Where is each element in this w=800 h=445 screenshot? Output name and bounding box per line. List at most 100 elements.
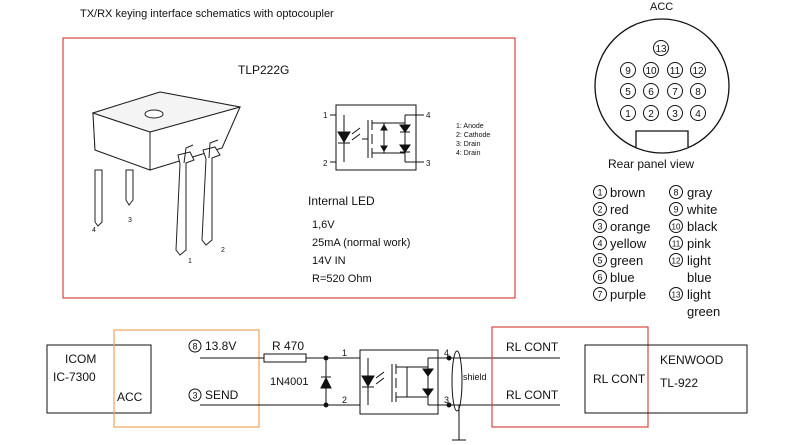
sym-pin-label-3: 3 xyxy=(426,159,431,168)
svg-text:2: Cathode: 2: Cathode xyxy=(456,132,490,139)
svg-text:light: light xyxy=(687,287,711,302)
pin-legend: 1: Anode 2: Cathode 3: Drain 4: Drain xyxy=(456,123,490,157)
svg-text:10: 10 xyxy=(672,223,681,232)
chip-symbol xyxy=(330,104,424,171)
svg-text:5: 5 xyxy=(625,87,631,98)
svg-text:25mA (normal work): 25mA (normal work) xyxy=(312,237,410,249)
rear-panel-caption: Rear panel view xyxy=(608,157,694,171)
svg-text:pink: pink xyxy=(687,236,711,251)
svg-text:14V IN: 14V IN xyxy=(312,255,346,267)
svg-text:11: 11 xyxy=(672,240,681,249)
svg-text:10: 10 xyxy=(645,66,657,77)
pkg-pin-label-1: 1 xyxy=(188,258,192,265)
left-wiring xyxy=(200,353,360,408)
right-wiring xyxy=(438,350,560,441)
svg-text:black: black xyxy=(687,219,718,234)
opto-pin-1: 1 xyxy=(342,348,347,358)
pkg-pin-label-4: 4 xyxy=(92,227,96,234)
led-specs: 1,6V 25mA (normal work) 14V IN R=520 Ohm xyxy=(312,219,410,285)
acc-connector-drawing xyxy=(594,18,730,154)
pin-8-marker xyxy=(188,339,202,353)
rl-cont-label-2: RL CONT xyxy=(506,388,559,402)
svg-text:8: 8 xyxy=(695,87,701,98)
rl-cont-box-label: RL CONT xyxy=(593,372,646,386)
svg-text:3: 3 xyxy=(672,109,678,120)
svg-text:blue: blue xyxy=(610,270,635,285)
svg-text:3: 3 xyxy=(192,391,197,401)
svg-text:9: 9 xyxy=(625,66,631,77)
sym-pin-label-2: 2 xyxy=(323,159,328,168)
page-title: TX/RX keying interface schematics with o… xyxy=(80,8,334,20)
kenwood-box xyxy=(584,344,748,414)
pin-13v8-label: 13.8V xyxy=(205,339,236,353)
chip-name: TLP222G xyxy=(238,63,289,77)
svg-text:13: 13 xyxy=(655,44,667,55)
led-heading: Internal LED xyxy=(308,194,375,208)
acc-label: ACC xyxy=(117,390,143,404)
svg-text:2: 2 xyxy=(597,205,602,215)
rl-cont-label-1: RL CONT xyxy=(506,340,559,354)
svg-text:gray: gray xyxy=(687,185,713,200)
svg-text:6: 6 xyxy=(648,87,654,98)
svg-text:orange: orange xyxy=(610,219,650,234)
kenwood-label-2: TL-922 xyxy=(660,376,698,390)
svg-text:4: Drain: 4: Drain xyxy=(456,150,481,157)
svg-text:2: 2 xyxy=(648,109,654,120)
icom-label-1: ICOM xyxy=(65,352,96,366)
resistor-label: R 470 xyxy=(272,339,304,353)
pkg-pin-label-3: 3 xyxy=(128,217,132,224)
acc-pin-numbers: 13 9 10 11 12 5 6 7 8 1 2 3 4 xyxy=(625,44,704,120)
svg-text:1: Anode: 1: Anode xyxy=(456,123,484,130)
opto-pin-2: 2 xyxy=(342,395,347,405)
acc-connector-label: ACC xyxy=(650,1,673,13)
svg-text:blue: blue xyxy=(687,270,712,285)
svg-text:12: 12 xyxy=(692,66,704,77)
svg-text:4: 4 xyxy=(695,109,701,120)
svg-text:8: 8 xyxy=(673,188,678,198)
svg-text:R=520 Ohm: R=520 Ohm xyxy=(312,273,372,285)
svg-text:9: 9 xyxy=(673,205,678,215)
svg-text:light: light xyxy=(687,253,711,268)
svg-text:7: 7 xyxy=(672,87,678,98)
icom-box xyxy=(46,344,152,414)
sym-pin-label-1: 1 xyxy=(323,111,328,120)
kenwood-label-1: KENWOOD xyxy=(660,353,724,367)
svg-text:brown: brown xyxy=(610,185,645,200)
svg-text:5: 5 xyxy=(597,256,602,266)
svg-text:1: 1 xyxy=(625,109,631,120)
svg-text:3: 3 xyxy=(597,222,602,232)
color-legend-col2: 8 gray 9 white 10 black 11 pink 12 light… xyxy=(669,185,720,319)
opto-pin-3: 3 xyxy=(444,395,449,405)
svg-text:3: Drain: 3: Drain xyxy=(456,141,481,148)
diode-label: 1N4001 xyxy=(270,376,309,388)
svg-text:4: 4 xyxy=(597,239,602,249)
svg-text:1: 1 xyxy=(597,188,602,198)
optocoupler-symbol xyxy=(359,349,439,415)
svg-text:13: 13 xyxy=(672,291,681,300)
sym-pin-label-4: 4 xyxy=(426,111,431,120)
pkg-pin-label-2: 2 xyxy=(221,247,225,254)
svg-text:yellow: yellow xyxy=(610,236,647,251)
shield-label: shield xyxy=(463,372,487,382)
color-legend-col1: 1 brown 2 red 3 orange 4 yellow 5 green … xyxy=(593,185,650,302)
svg-text:11: 11 xyxy=(670,66,681,77)
svg-text:red: red xyxy=(610,202,629,217)
chip-package-drawing xyxy=(91,91,241,256)
pin-3-marker xyxy=(188,388,202,402)
svg-text:purple: purple xyxy=(610,287,646,302)
icom-label-2: IC-7300 xyxy=(53,370,96,384)
svg-text:7: 7 xyxy=(597,290,602,300)
svg-text:6: 6 xyxy=(597,273,602,283)
opto-pin-4: 4 xyxy=(444,348,449,358)
svg-text:green: green xyxy=(610,253,643,268)
svg-text:8: 8 xyxy=(192,342,197,352)
pin-send-label: SEND xyxy=(205,388,239,402)
svg-text:white: white xyxy=(686,202,717,217)
chip-frame xyxy=(62,37,516,299)
svg-text:12: 12 xyxy=(672,257,681,266)
rl-cont-frame xyxy=(491,326,649,428)
acc-frame xyxy=(113,329,260,428)
svg-text:green: green xyxy=(687,304,720,319)
svg-text:1,6V: 1,6V xyxy=(312,219,335,231)
